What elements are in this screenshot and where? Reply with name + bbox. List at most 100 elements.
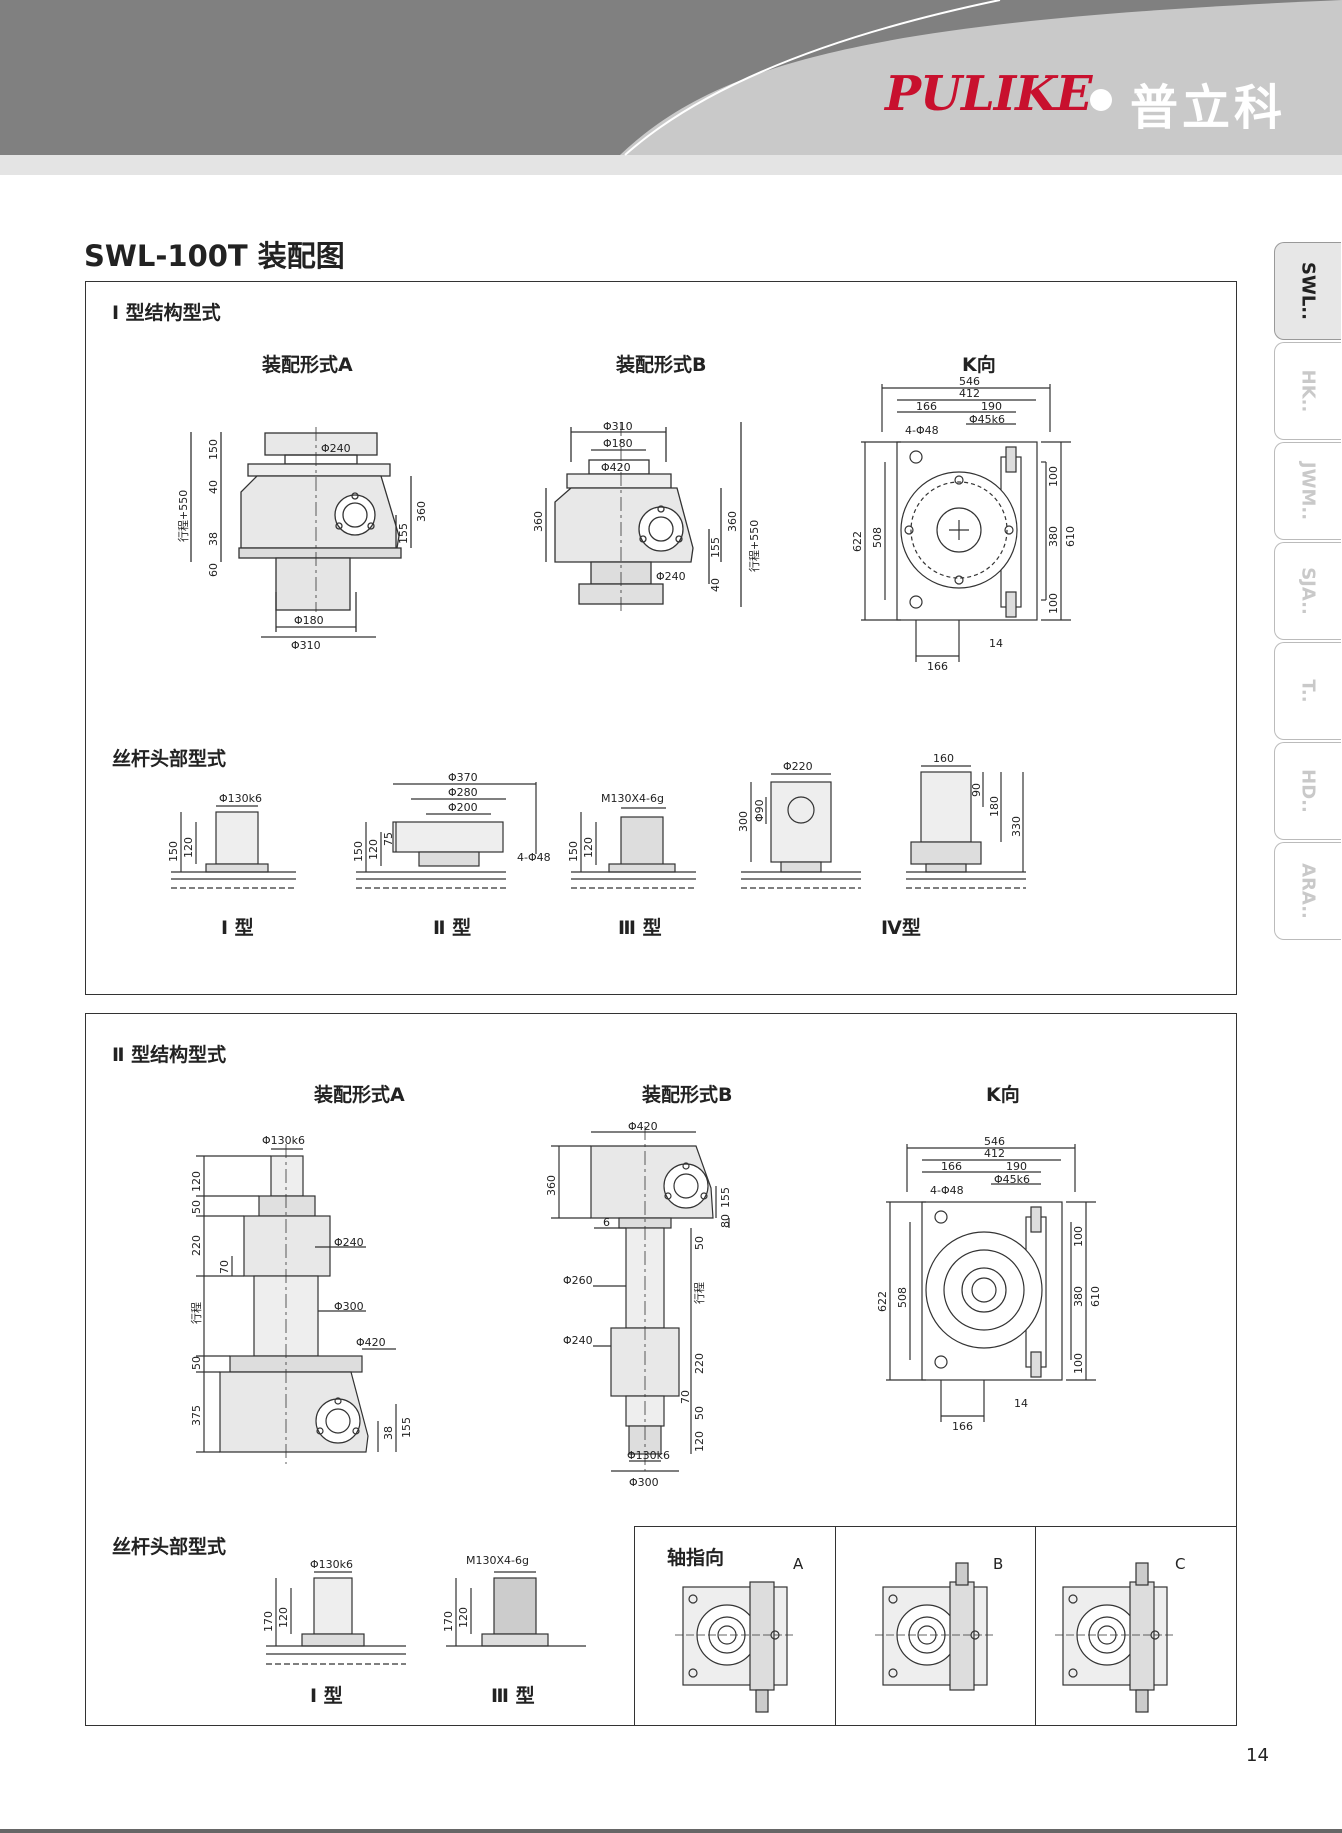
tab-swl[interactable]: SWL.. <box>1274 242 1341 340</box>
dim-50-bottom: 50 <box>693 1406 706 1420</box>
type1-caption: Ⅰ 型 <box>310 1684 343 1707</box>
section-type2-structure: Ⅱ 型结构型式 装配形式A 装配形式B K向 丝杆头部型式 Φ <box>85 1013 1237 1726</box>
dim-155: 155 <box>709 537 722 558</box>
dim-155: 155 <box>400 1417 413 1438</box>
tab-hd[interactable]: HD.. <box>1274 742 1341 840</box>
dim-phi240: Φ240 <box>563 1334 593 1347</box>
dim-120: 120 <box>277 1607 290 1628</box>
direction-a-label: A <box>793 1555 804 1573</box>
dim-220: 220 <box>693 1353 706 1374</box>
dim-phi180: Φ180 <box>294 614 324 627</box>
view-b-label: 装配形式B <box>642 1084 733 1106</box>
page-title: SWL-100T 装配图 <box>84 239 345 273</box>
dim-thread: M130X4-6g <box>601 792 664 805</box>
assembly-view-a-drawing: Φ240 Φ180 Φ310 150 40 38 60 行程+550 360 1… <box>177 427 428 652</box>
page-number: 14 <box>1246 1745 1269 1766</box>
dim-phi240: Φ240 <box>656 570 686 583</box>
dim-phi420: Φ420 <box>601 461 631 474</box>
dim-190: 190 <box>1006 1160 1027 1173</box>
screw-head-label: 丝杆头部型式 <box>112 1536 227 1558</box>
tab-label: ARA.. <box>1297 863 1319 919</box>
dim-166-bottom: 166 <box>952 1420 973 1433</box>
dim-360: 360 <box>545 1175 558 1196</box>
tab-ara[interactable]: ARA.. <box>1274 842 1341 940</box>
dim-622: 622 <box>851 531 864 552</box>
dim-300: 300 <box>737 811 750 832</box>
dim-38: 38 <box>207 532 220 546</box>
view-a-label: 装配形式A <box>314 1084 405 1106</box>
dim-120: 120 <box>367 839 380 860</box>
dim-70: 70 <box>679 1390 692 1404</box>
tab-sja[interactable]: SJA.. <box>1274 542 1341 640</box>
section-type1-structure: Ⅰ 型结构型式 装配形式A 装配形式B K向 丝杆头部型式 Φ240 Φ180 … <box>85 281 1237 995</box>
dim-150: 150 <box>207 439 220 460</box>
dim-155: 155 <box>397 523 410 544</box>
brand-dot <box>1090 89 1112 111</box>
shaft-direction-drawings: A B C <box>675 1555 1185 1713</box>
tab-jwm[interactable]: JWM.. <box>1274 442 1341 540</box>
dim-360: 360 <box>415 501 428 522</box>
dim-40: 40 <box>709 578 722 592</box>
assembly-view-b-drawing: Φ310 Φ180 Φ420 Φ240 360 360 155 40 行程+55… <box>532 420 761 612</box>
page-header: PULIKE 普立科 <box>0 0 1342 175</box>
dim-508: 508 <box>896 1287 909 1308</box>
tab-hk[interactable]: HK.. <box>1274 342 1341 440</box>
tab-t[interactable]: T.. <box>1274 642 1341 740</box>
assembly-view-b-drawing: Φ420 360 155 80 6 50 Φ260 行程 Φ240 220 70… <box>545 1120 732 1489</box>
dim-155: 155 <box>719 1187 732 1208</box>
dim-375: 375 <box>190 1405 203 1426</box>
screw-head-types-drawing: Φ130k6 150 120 Φ370 Φ280 Φ200 4-Φ48 150 … <box>167 752 1026 939</box>
dim-phi240: Φ240 <box>321 442 351 455</box>
table-divider <box>1035 1527 1036 1725</box>
section-title: Ⅰ 型结构型式 <box>112 302 221 324</box>
dim-14: 14 <box>989 637 1003 650</box>
type3-caption: Ⅲ 型 <box>491 1684 535 1707</box>
type3-caption: Ⅲ 型 <box>618 916 662 939</box>
view-a-label: 装配形式A <box>262 354 353 376</box>
dim-546: 546 <box>959 375 980 388</box>
dim-360-left: 360 <box>532 511 545 532</box>
dim-phi370: Φ370 <box>448 771 478 784</box>
dim-150: 150 <box>352 841 365 862</box>
k-view-drawing: 546 412 166 190 Φ45k6 4-Φ48 622 508 100 … <box>876 1135 1102 1433</box>
tab-label: T.. <box>1297 679 1319 703</box>
dim-80: 80 <box>719 1214 732 1228</box>
dim-phi310: Φ310 <box>291 639 321 652</box>
dim-phi240: Φ240 <box>334 1236 364 1249</box>
dim-phi280: Φ280 <box>448 786 478 799</box>
dim-38: 38 <box>382 1426 395 1440</box>
dim-phi300: Φ300 <box>334 1300 364 1313</box>
dim-holes: 4-Φ48 <box>517 851 551 864</box>
dim-phi200: Φ200 <box>448 801 478 814</box>
dim-stroke: 行程 <box>190 1302 203 1324</box>
tab-label: HD.. <box>1297 769 1319 813</box>
dim-100-top: 100 <box>1047 466 1060 487</box>
dim-75: 75 <box>382 832 395 846</box>
dim-phi420: Φ420 <box>628 1120 658 1133</box>
dim-170: 170 <box>442 1611 455 1632</box>
dim-170: 170 <box>262 1611 275 1632</box>
dim-6: 6 <box>603 1216 610 1229</box>
dim-100-bottom: 100 <box>1047 593 1060 614</box>
dim-90: 90 <box>970 783 983 797</box>
dim-shaft: Φ45k6 <box>969 413 1005 426</box>
dim-380: 380 <box>1072 1286 1085 1307</box>
dim-180: 180 <box>988 796 1001 817</box>
dim-380: 380 <box>1047 526 1060 547</box>
dim-360-right: 360 <box>726 511 739 532</box>
dim-220: 220 <box>190 1235 203 1256</box>
dim-stroke: 行程+550 <box>177 490 190 542</box>
dim-phi130k6: Φ130k6 <box>310 1558 353 1571</box>
shaft-direction-table: 轴指向 <box>634 1526 1237 1725</box>
type2-caption: Ⅱ 型 <box>433 916 471 939</box>
dim-stroke: 行程 <box>693 1282 706 1304</box>
tab-label: JWM.. <box>1297 461 1319 521</box>
section-title: Ⅱ 型结构型式 <box>112 1044 227 1066</box>
footer-rule <box>0 1829 1342 1833</box>
dim-190: 190 <box>981 400 1002 413</box>
direction-b-label: B <box>993 1555 1003 1573</box>
dim-phi310: Φ310 <box>603 420 633 433</box>
view-k-label: K向 <box>986 1084 1020 1106</box>
view-b-label: 装配形式B <box>616 354 707 376</box>
dim-120: 120 <box>190 1171 203 1192</box>
